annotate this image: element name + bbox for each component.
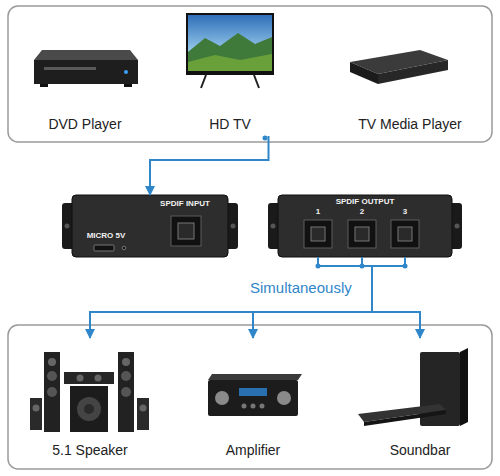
device-node: Amplifier (193, 338, 313, 462)
signal-connector (150, 136, 269, 195)
annotation-label: Simultaneously (250, 280, 352, 297)
optical-port-inner (178, 223, 194, 239)
driver (95, 375, 102, 382)
driver (48, 358, 56, 366)
micro-usb-port (94, 245, 114, 251)
driver (47, 387, 57, 397)
signal-connector (253, 257, 372, 338)
optical-port (391, 220, 419, 248)
device-label: 5.1 Speaker (21, 443, 159, 458)
port-label: 3 (403, 208, 407, 216)
soundbar-front (364, 410, 446, 426)
panel-heading: SPDIF OUTPUT (336, 198, 395, 206)
satellite-speaker (137, 398, 149, 430)
device-label: Soundbar (350, 443, 490, 458)
amp-display (239, 388, 267, 396)
driver (77, 375, 84, 382)
panel-heading: SPDIF INPUT (160, 200, 210, 208)
device-node: DVD Player (21, 30, 149, 136)
tower-speaker (118, 352, 134, 432)
dvd-player-illustration (34, 50, 138, 87)
media-front (378, 60, 448, 84)
tv-screen (188, 15, 272, 71)
tv-mountains (188, 33, 272, 71)
screw-hole (231, 224, 236, 229)
speaker-set-illustration (30, 352, 149, 432)
tv-bezel (186, 13, 274, 75)
center-speaker (64, 372, 114, 384)
optical-port-inner (311, 227, 325, 241)
tv-meadow (188, 54, 272, 71)
connector-dot (263, 136, 268, 141)
satellite-speaker (30, 398, 42, 430)
dvd-tray (44, 67, 96, 70)
tv-illustration (186, 13, 274, 88)
port-label: 2 (360, 208, 364, 216)
driver (47, 371, 57, 381)
optical-port (348, 220, 376, 248)
splitter-input-illustration (62, 195, 238, 257)
driver (140, 405, 147, 412)
output-group-frame (8, 325, 492, 469)
device-label: Amplifier (193, 443, 313, 458)
optical-port (171, 216, 201, 246)
dvd-led (124, 70, 128, 74)
led-hole (122, 246, 126, 250)
screw-hole (455, 224, 460, 229)
media-side (350, 62, 378, 84)
device-node: Soundbar (350, 338, 490, 462)
driver (121, 371, 131, 381)
driver (122, 358, 130, 366)
optical-port (304, 220, 332, 248)
amp-top (208, 374, 302, 380)
splitter-body (72, 195, 228, 257)
splitter-panel: SPDIF OUTPUT 1 2 3 (278, 195, 452, 257)
dvd-top (34, 50, 138, 60)
signal-connector (372, 257, 420, 338)
subwoofer (70, 386, 108, 432)
splitter-output-illustration (268, 195, 462, 257)
amp-knob (215, 391, 229, 405)
amp-front (208, 380, 298, 416)
driver (121, 387, 131, 397)
signal-connector (90, 257, 372, 338)
dvd-foot (40, 84, 48, 87)
driver (77, 397, 101, 421)
splitter-body (278, 195, 452, 257)
device-label: TV Media Player (340, 117, 480, 132)
port-label: MICRO 5V (87, 232, 126, 240)
dvd-foot (124, 84, 132, 87)
amp-small-knob (251, 404, 256, 409)
dvd-front (34, 60, 138, 84)
screw-hole (271, 224, 276, 229)
device-label: DVD Player (21, 117, 149, 132)
amp-small-knob (242, 404, 247, 409)
device-node: 5.1 Speaker (21, 338, 159, 462)
port-label: 1 (316, 208, 320, 216)
optical-port-inner (398, 227, 412, 241)
device-node: TV Media Player (340, 30, 480, 136)
tv-stand (201, 75, 259, 88)
source-group-frame (8, 6, 492, 142)
soundbar-illustration (358, 348, 468, 426)
driver (33, 405, 40, 412)
screw-hole (65, 224, 70, 229)
sub-side (460, 348, 468, 426)
amp-knob (277, 391, 291, 405)
amp-small-knob (260, 404, 265, 409)
splitter-panel: SPDIF INPUT MICRO 5V (72, 195, 228, 257)
media-player-illustration (350, 50, 448, 84)
device-label: HD TV (175, 117, 285, 132)
tower-speaker (44, 352, 60, 432)
device-node: HD TV (175, 10, 285, 136)
amplifier-illustration (208, 374, 302, 416)
optical-port-inner (355, 227, 369, 241)
driver-cap (84, 404, 94, 414)
